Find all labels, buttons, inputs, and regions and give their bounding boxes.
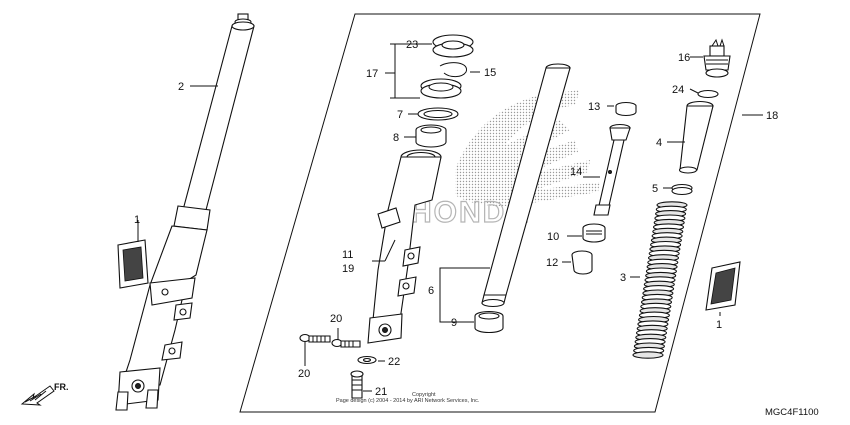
part-3-fork-spring xyxy=(632,201,688,359)
part-21-socket-bolt xyxy=(350,370,364,399)
callout-19: 19 xyxy=(342,263,354,275)
callout-1-left: 1 xyxy=(134,214,140,226)
spring-coil xyxy=(632,351,664,359)
callout-9: 9 xyxy=(451,317,457,329)
part-12-oil-lock-piece xyxy=(571,250,593,275)
callout-5: 5 xyxy=(652,183,658,195)
part-13-piston-ring xyxy=(615,101,637,117)
part-7-backup-ring xyxy=(417,107,459,121)
callout-23: 23 xyxy=(406,39,418,51)
part-10-spring-seat xyxy=(582,223,606,243)
callout-labels: 2 1 11 19 23 17 15 7 8 6 9 13 14 10 12 3… xyxy=(134,39,778,398)
callout-14: 14 xyxy=(570,166,582,178)
callout-10: 10 xyxy=(547,231,559,243)
part-22-washer xyxy=(357,355,377,365)
part-14-fork-piston xyxy=(593,123,631,216)
callout-8: 8 xyxy=(393,132,399,144)
part-6-fork-pipe xyxy=(481,63,571,308)
part-24-o-ring xyxy=(697,89,719,99)
callout-3: 3 xyxy=(620,272,626,284)
callout-16: 16 xyxy=(678,52,690,64)
callout-1-right: 1 xyxy=(716,319,722,331)
front-direction-arrow: FR. xyxy=(20,382,69,406)
part-8-slider-bushing xyxy=(415,124,447,148)
assembly-frame xyxy=(239,13,761,413)
reflector-right xyxy=(705,261,741,311)
callout-6: 6 xyxy=(428,285,434,297)
callout-2: 2 xyxy=(178,81,184,93)
fork-assembly-left xyxy=(115,13,255,411)
diagram-code: MGC4F1100 xyxy=(765,407,819,418)
callout-4: 4 xyxy=(656,137,662,149)
reflector-left xyxy=(117,239,149,289)
callout-22: 22 xyxy=(388,356,400,368)
part-23-top-seal xyxy=(432,34,474,58)
fork-slider-center xyxy=(367,149,442,344)
part-4-spring-collar xyxy=(678,100,714,174)
callout-20-bottom: 20 xyxy=(298,368,310,380)
part-20-bolt-b xyxy=(331,338,361,348)
callout-11: 11 xyxy=(342,249,353,261)
direction-label: FR. xyxy=(54,382,69,392)
part-20-bolt-a xyxy=(299,333,331,343)
callout-15: 15 xyxy=(484,67,496,79)
copyright-line-2: Page design (c) 2004 - 2014 by ARI Netwo… xyxy=(336,398,480,404)
leader-lines xyxy=(137,43,763,392)
copyright-line-1: Copyright xyxy=(412,392,436,398)
part-5-spring-seat xyxy=(671,183,693,196)
callout-13: 13 xyxy=(588,101,600,113)
callout-24: 24 xyxy=(672,84,684,96)
callout-12: 12 xyxy=(546,257,558,269)
part-15-stop-ring xyxy=(439,62,467,78)
callout-18: 18 xyxy=(766,110,778,122)
callout-17: 17 xyxy=(366,68,378,80)
callout-7: 7 xyxy=(397,109,403,121)
callout-21: 21 xyxy=(375,386,387,398)
part-16-fork-bolt xyxy=(703,38,731,78)
part-9-guide-bushing xyxy=(474,310,504,334)
part-17-oil-seal xyxy=(420,78,462,99)
callout-20-top: 20 xyxy=(330,313,342,325)
